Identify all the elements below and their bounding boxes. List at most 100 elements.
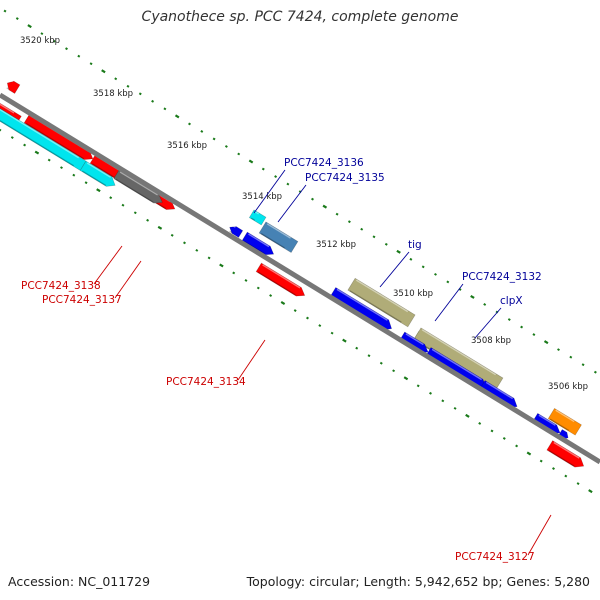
leader-lines (93, 169, 552, 556)
feature-shadow (115, 178, 154, 203)
tick-mark (72, 173, 76, 177)
cds-feature (255, 262, 306, 297)
ruler-tick-label: 3512 kbp (316, 240, 356, 250)
cds-feature (6, 80, 21, 94)
feature-highlight (266, 223, 291, 239)
ruler-tick-label: 3520 kbp (20, 36, 60, 46)
feature-shadow (257, 271, 296, 296)
leader-line (527, 514, 552, 556)
feature-highlight (232, 225, 236, 228)
tick-mark (237, 152, 241, 156)
tick-mark (429, 391, 432, 395)
feature-box (258, 221, 299, 253)
gene-label[interactable]: PCC7424_3135 (305, 172, 385, 184)
feature-highlight (421, 329, 496, 376)
tick-mark (261, 167, 265, 171)
tick-mark (318, 324, 322, 328)
tick-mark (52, 39, 56, 43)
feature-highlight (10, 80, 13, 83)
leader-line (237, 339, 266, 381)
feature-highlight (119, 171, 158, 196)
tick-mark (89, 62, 93, 66)
gene-label[interactable]: PCC7424_3134 (166, 376, 246, 388)
tick-mark (286, 182, 290, 186)
tick-mark (581, 363, 585, 367)
tick-mark (507, 318, 511, 321)
feature-shadow (548, 450, 575, 467)
tick-mark (0, 128, 2, 132)
cds-feature (258, 221, 299, 253)
leader-line (379, 251, 410, 288)
tick-mark (269, 294, 273, 297)
tick-mark (520, 325, 524, 329)
cds-feature (241, 231, 275, 256)
tick-mark (47, 158, 51, 162)
tick-mark (77, 54, 81, 58)
tick-mark (60, 166, 63, 170)
tick-mark (355, 346, 359, 350)
tick-mark (403, 376, 409, 381)
tick-marks (0, 9, 597, 494)
cds-feature (547, 407, 582, 436)
tick-mark (84, 181, 88, 185)
tick-mark (564, 474, 568, 478)
gene-labels: PCC7424_3136PCC7424_3135tigPCC7424_3132c… (21, 157, 542, 563)
tick-mark (306, 316, 309, 320)
tick-mark (151, 99, 155, 103)
leader-line (434, 283, 464, 322)
tick-mark (576, 482, 580, 486)
tick-mark (330, 331, 334, 335)
tick-mark (543, 340, 549, 345)
tick-mark (207, 256, 211, 260)
tick-mark (23, 143, 27, 147)
feature-highlight (0, 102, 15, 114)
map-title: Cyanothece sp. PCC 7424, complete genome (141, 9, 459, 25)
tick-mark (441, 399, 445, 403)
gene-label[interactable]: tig (408, 239, 422, 251)
leader-line (93, 245, 123, 285)
tick-mark (188, 122, 191, 126)
tick-mark (539, 459, 543, 463)
gene-label[interactable]: PCC7424_3127 (455, 551, 535, 563)
tick-mark (10, 136, 14, 139)
genome-summary: Topology: circular; Length: 5,942,652 bp… (246, 574, 590, 589)
leader-line (253, 169, 286, 214)
tick-mark (396, 249, 401, 254)
gene-label[interactable]: PCC7424_3138 (21, 280, 101, 292)
genome-backbone (0, 92, 600, 465)
tick-mark (526, 451, 532, 456)
feature-shadow (251, 217, 256, 221)
tick-mark (470, 294, 475, 299)
tick-mark (248, 159, 254, 164)
tick-mark (219, 263, 224, 268)
gene-label[interactable]: PCC7424_3137 (42, 294, 122, 306)
tick-mark (27, 24, 32, 29)
feature-highlight (262, 264, 301, 289)
tick-mark (109, 196, 113, 200)
gene-label[interactable]: PCC7424_3132 (462, 271, 542, 283)
ruler-tick-label: 3518 kbp (93, 89, 133, 99)
cds-feature (229, 225, 244, 238)
feature-box (0, 104, 87, 171)
tick-mark (293, 309, 297, 312)
feature-highlight (248, 233, 270, 248)
tick-mark (138, 92, 142, 96)
feature-highlight (553, 441, 580, 459)
tick-mark (146, 218, 150, 222)
accession-text: Accession: NC_011729 (8, 574, 151, 589)
tick-mark (342, 338, 347, 343)
tick-mark (483, 303, 487, 306)
gene-label[interactable]: PCC7424_3136 (284, 157, 364, 169)
cds-feature (248, 209, 267, 226)
tick-mark (183, 241, 186, 245)
tick-mark (434, 272, 437, 276)
tick-mark (311, 197, 314, 201)
feature-highlight (431, 348, 482, 381)
feature-highlight (86, 162, 112, 178)
tick-mark (502, 437, 506, 440)
tick-mark (163, 107, 167, 111)
gene-label[interactable]: clpX (500, 295, 523, 307)
ruler-tick-label: 3514 kbp (242, 192, 282, 202)
leader-line (114, 260, 142, 299)
tick-mark (244, 279, 248, 282)
